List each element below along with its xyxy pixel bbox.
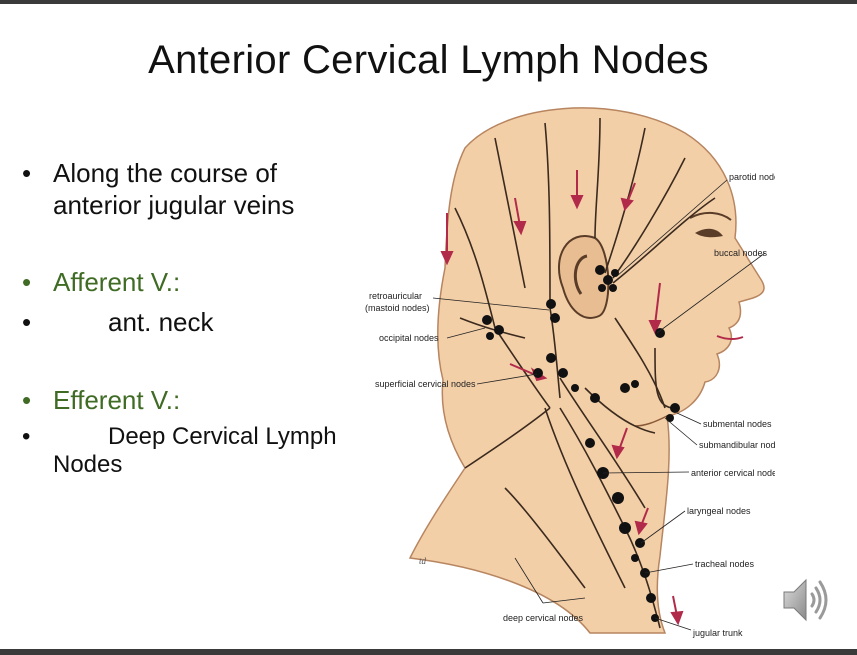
speaker-icon: [783, 578, 828, 622]
bullet-text: Afferent V.:: [53, 267, 181, 297]
chin-line: [634, 415, 668, 427]
label-tracheal-nodes: tracheal nodes: [695, 559, 755, 569]
label-superficial-cervical-nodes: superficial cervical nodes: [375, 379, 476, 389]
bullet-text-line: anterior jugular veins: [53, 190, 295, 220]
bullet-text-line: Nodes: [53, 451, 123, 478]
label-occipital-nodes: occipital nodes: [379, 333, 439, 343]
audio-button[interactable]: [778, 570, 838, 630]
label-mastoid-nodes: (mastoid nodes): [365, 303, 430, 313]
bullet-text-line: Deep Cervical Lymph: [108, 423, 337, 450]
label-parotid-nodes: parotid nodes: [729, 172, 775, 182]
label-jugular-trunk: jugular trunk: [692, 628, 743, 638]
slide-title: Anterior Cervical Lymph Nodes: [148, 38, 709, 82]
label-submandibular-nodes: submandibular nodes: [699, 440, 775, 450]
flow-arrows: [440, 170, 684, 626]
bullet-marker: •: [22, 267, 32, 297]
label-submental-nodes: submental nodes: [703, 419, 772, 429]
ear-inner: [573, 254, 588, 295]
leader-lines: [432, 179, 766, 631]
eyebrow: [689, 212, 732, 221]
label-anterior-cervical-nodes: anterior cervical nodes: [691, 468, 775, 478]
bullet-marker: •: [22, 307, 32, 337]
window-top-border: [0, 0, 857, 4]
label-retroauricular: retroauricular: [369, 291, 422, 301]
bullet-text: Efferent V.:: [53, 385, 181, 415]
window-bottom-border: [0, 649, 857, 655]
label-deep-cervical-nodes: deep cervical nodes: [503, 613, 584, 623]
lips: [716, 335, 744, 341]
bullet-text-line: Along the course of: [53, 158, 278, 188]
bullet-marker: •: [22, 158, 32, 188]
eye-shape: [695, 228, 723, 238]
lymph-nodes: [482, 265, 680, 622]
illustrator-signature: td: [419, 556, 427, 566]
label-buccal-nodes: buccal nodes: [714, 248, 768, 258]
bullet-marker: •: [22, 423, 31, 450]
lymph-node-illustration: parotid nodes buccal nodes retroauricula…: [365, 107, 775, 638]
lymph-vessels: [454, 117, 716, 629]
label-laryngeal-nodes: laryngeal nodes: [687, 506, 751, 516]
bullet-text: ant. neck: [108, 307, 214, 337]
head-neck-silhouette: [408, 107, 765, 634]
bullet-marker: •: [22, 385, 32, 415]
